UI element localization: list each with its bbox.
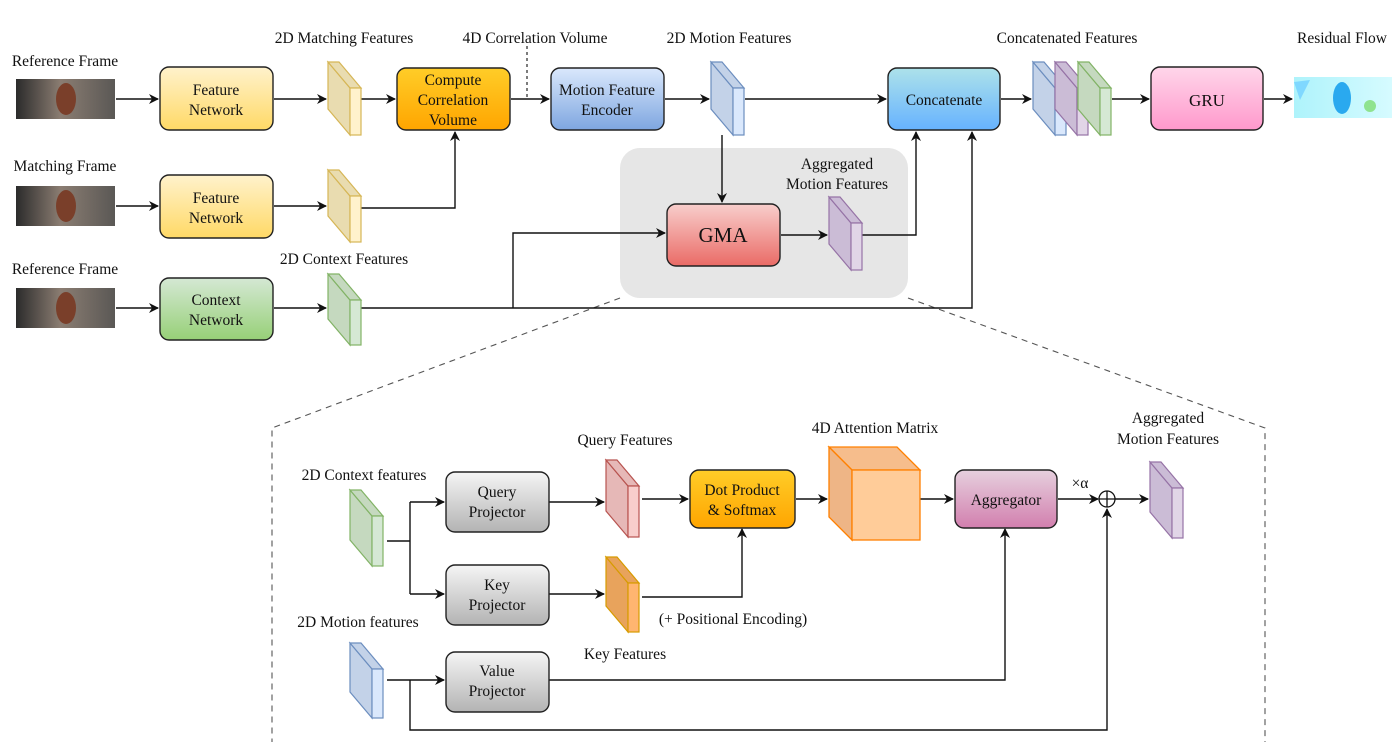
box-label: Compute bbox=[425, 72, 482, 89]
box-label: Projector bbox=[469, 504, 527, 521]
box-label: & Softmax bbox=[708, 502, 777, 519]
reference-frame-label: Reference Frame bbox=[12, 261, 118, 278]
positional-encoding-label: (+ Positional Encoding) bbox=[659, 611, 807, 628]
gru-block: GRU bbox=[1150, 66, 1264, 131]
attention-matrix-cube bbox=[827, 445, 922, 542]
box-label: Aggregator bbox=[971, 492, 1042, 509]
aggregator-block: Aggregator bbox=[954, 469, 1058, 529]
residual-flow-image bbox=[1294, 77, 1392, 118]
context-features-label: 2D Context Features bbox=[280, 251, 408, 268]
context-feature-map bbox=[326, 272, 363, 347]
zoom-indicator-lines bbox=[271, 46, 1266, 742]
correlation-volume-label: 4D Correlation Volume bbox=[463, 30, 608, 47]
context-feature-map bbox=[348, 488, 385, 568]
matching-feature-map bbox=[326, 60, 363, 137]
box-label: Network bbox=[189, 102, 243, 119]
residual-flow-label: Residual Flow bbox=[1297, 30, 1388, 47]
box-label: Feature bbox=[193, 82, 240, 99]
feature-maps bbox=[326, 60, 1185, 720]
alpha-scale-label: ×α bbox=[1072, 475, 1089, 492]
query-feature-map bbox=[604, 458, 641, 539]
box-label: Volume bbox=[429, 112, 477, 129]
box-label: GRU bbox=[1189, 91, 1225, 110]
aggregated-motion-feature-map bbox=[1148, 460, 1185, 540]
box-label: Value bbox=[479, 663, 514, 680]
gma-block: GMA bbox=[666, 203, 781, 267]
concatenated-features-label: Concatenated Features bbox=[997, 30, 1138, 47]
box-label: Context bbox=[191, 292, 241, 309]
dot-product-softmax: Dot Product & Softmax bbox=[689, 469, 796, 529]
box-label: Projector bbox=[469, 683, 527, 700]
aggregated-motion-feature-map bbox=[827, 195, 864, 272]
matching-feature-map bbox=[326, 168, 363, 244]
motion-features-label: 2D Motion Features bbox=[667, 30, 792, 47]
matching-frame-label: Matching Frame bbox=[14, 158, 117, 175]
reference-frame-label: Reference Frame bbox=[12, 53, 118, 70]
matching-features-label: 2D Matching Features bbox=[275, 30, 414, 47]
labels: Reference Frame Matching Frame Reference… bbox=[12, 30, 1388, 663]
box-label: Network bbox=[189, 312, 243, 329]
matching-frame-image bbox=[16, 186, 115, 226]
concatenate-block: Concatenate bbox=[887, 67, 1001, 131]
box-label: Query bbox=[478, 484, 517, 501]
attention-matrix-label: 4D Attention Matrix bbox=[812, 420, 939, 437]
key-feature-map bbox=[604, 555, 641, 634]
box-label: Projector bbox=[469, 597, 527, 614]
key-features-label: Key Features bbox=[584, 646, 666, 663]
box-label: Motion Feature bbox=[559, 82, 655, 99]
concatenated-context-map bbox=[1076, 60, 1113, 137]
box-label: Dot Product bbox=[704, 482, 780, 499]
motion-feature-map bbox=[348, 641, 385, 720]
box-label: GMA bbox=[698, 223, 748, 247]
connectors bbox=[116, 94, 1293, 731]
reference-frame-image-top bbox=[16, 79, 115, 119]
box-label: Feature bbox=[193, 190, 240, 207]
motion-feature-map bbox=[709, 60, 746, 137]
elementwise-sum-icon bbox=[1098, 490, 1116, 508]
box-label: Concatenate bbox=[906, 92, 983, 109]
reference-frame-image-bottom bbox=[16, 288, 115, 328]
context-features-label: 2D Context features bbox=[302, 467, 427, 484]
box-label: Key bbox=[484, 577, 510, 594]
box-label: Network bbox=[189, 210, 243, 227]
query-features-label: Query Features bbox=[577, 432, 672, 449]
box-label: Correlation bbox=[418, 92, 489, 109]
svg-text:Dot Product& Softmax: Dot Product & Softmax bbox=[704, 482, 780, 519]
box-label: Encoder bbox=[581, 102, 633, 119]
motion-features-label: 2D Motion features bbox=[297, 614, 418, 631]
